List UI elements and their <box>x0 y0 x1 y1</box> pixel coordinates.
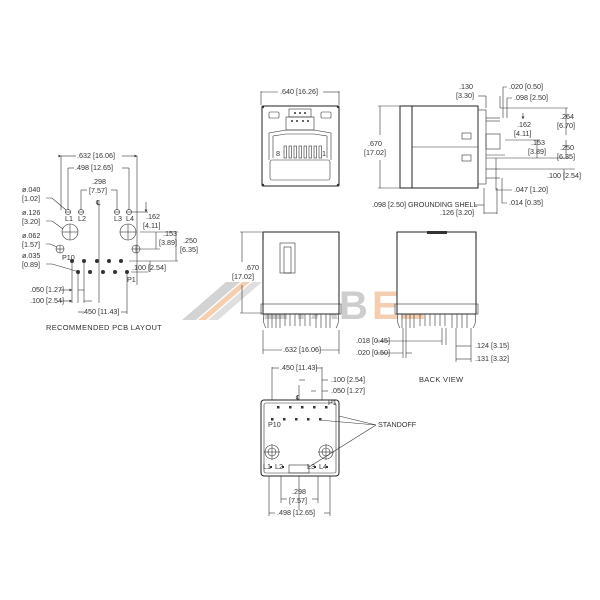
bottom-label-l3: L3 <box>307 462 315 471</box>
dim-bottom-298-mm: [7.57] <box>289 496 307 505</box>
dim-450: .450 [11.43] <box>82 307 119 316</box>
dia-062: ø.062 <box>22 231 40 240</box>
dim-bottom-450: .450 [11.43] <box>280 363 317 372</box>
dim-side-250-mm: [6.35] <box>557 152 575 161</box>
dim-back-020: .020 [0.50] <box>356 348 390 357</box>
bottom-label-l4: L4 <box>319 462 327 471</box>
dim-side-height-mm: [17.02] <box>364 148 386 157</box>
dim-bottom-100: .100 [2.54] <box>331 375 365 384</box>
dim-130: .130 <box>459 82 473 91</box>
dim-020: .020 [0.50] <box>509 82 543 91</box>
back-pins <box>397 313 476 329</box>
label-l2: L2 <box>78 214 86 223</box>
dim-bottom-050: .050 [1.27] <box>331 386 365 395</box>
top-pins <box>263 313 339 329</box>
pcb-layout-caption: RECOMMENDED PCB LAYOUT <box>46 323 162 332</box>
bottom-label-p1: P1 <box>328 398 337 407</box>
label-l3: L3 <box>114 214 122 223</box>
dim-264: .264 <box>560 112 574 121</box>
led-holes: L1 L2 L3 L4 <box>65 209 134 223</box>
dim-162-mm: [4.11] <box>143 221 160 230</box>
dim-131: .131 [3.32] <box>475 354 509 363</box>
dim-side-162-mm: [4.11] <box>514 129 531 138</box>
back-view: .018 [0.45] .020 [0.50] .124 [3.15] .131… <box>356 231 509 384</box>
label-pin1: 1 <box>322 149 326 158</box>
dim-100: .100 [2.54] <box>132 263 166 272</box>
top-view: .670 [17.02] .632 [16.06] <box>232 231 342 354</box>
dia-040: ø.040 <box>22 185 40 194</box>
centerline-symbol: ℄ <box>95 198 101 207</box>
bottom-centerline: ℄ <box>295 393 301 402</box>
dim-100b: .100 [2.54] <box>30 296 64 305</box>
dim-side-153: .153 <box>531 138 545 147</box>
dim-264-mm: [6.70] <box>557 121 575 130</box>
dim-162: .162 <box>146 212 160 221</box>
dim-250-mm: [6.35] <box>180 245 198 254</box>
bottom-label-l1: L1 <box>263 462 271 471</box>
dia-035-mm: [0.89] <box>22 260 40 269</box>
side-view: .670 [17.02] .130 [3.30] .020 [0.50] .09… <box>364 82 581 217</box>
dia-126-mm: [3.20] <box>22 217 40 226</box>
dim-498: .498 [12.65] <box>75 163 113 172</box>
dim-098: .098 [2.50] <box>514 93 548 102</box>
signal-pins <box>70 259 129 274</box>
bottom-pins <box>271 406 328 421</box>
dia-126: ø.126 <box>22 208 40 217</box>
dim-top-height-mm: [17.02] <box>232 272 254 281</box>
label-p10: P10 <box>62 253 75 262</box>
dim-632: .632 [16.06] <box>77 151 115 160</box>
dim-153: .153 <box>163 229 177 238</box>
dim-124: .124 [3.15] <box>475 341 509 350</box>
label-pin8: 8 <box>276 149 280 158</box>
dim-050: .050 [1.27] <box>30 285 64 294</box>
dim-153-mm: [3.89] <box>159 238 177 247</box>
dim-018: .018 [0.45] <box>356 336 390 345</box>
dim-bottom-298: .298 <box>292 487 306 496</box>
dim-top-width: .632 [16.06] <box>283 345 321 354</box>
label-l4: L4 <box>126 214 134 223</box>
bottom-led-pads <box>270 466 328 468</box>
bottom-label-l2: L2 <box>275 462 283 471</box>
front-view: .640 [16.26] 8 1 <box>260 87 340 187</box>
label-l1: L1 <box>65 214 73 223</box>
bottom-label-p10: P10 <box>268 420 281 429</box>
standoff-label: STANDOFF <box>378 420 417 429</box>
dim-250: .250 <box>183 236 197 245</box>
dim-side-153-mm: [3.89] <box>528 147 546 156</box>
dim-298: .298 <box>92 177 106 186</box>
grounding-shell-label: .098 [2.50] GROUNDING SHELL <box>372 200 477 209</box>
dim-126: .126 [3.20] <box>440 208 474 217</box>
dim-side-100: .100 [2.54] <box>547 171 581 180</box>
dia-040-mm: [1.02] <box>22 194 40 203</box>
label-p1: P1 <box>127 275 136 284</box>
dim-side-250: .250 <box>560 143 574 152</box>
bottom-view: .450 [11.43] .100 [2.54] .050 [1.27] ℄ P… <box>260 363 417 517</box>
dim-130-mm: [3.30] <box>456 91 474 100</box>
dim-front-width: .640 [16.26] <box>280 87 318 96</box>
front-contacts <box>283 145 322 159</box>
dim-047: .047 [1.20] <box>514 185 548 194</box>
dia-035: ø.035 <box>22 251 40 260</box>
back-view-caption: BACK VIEW <box>419 375 464 384</box>
dim-014: .014 [0.35] <box>509 198 543 207</box>
dia-062-mm: [1.57] <box>22 240 40 249</box>
pcb-layout-view: .632 [16.06] .498 [12.65] .298 [7.57] ℄ … <box>22 151 198 332</box>
dim-bottom-498: .498 [12.65] <box>277 508 315 517</box>
dim-298-mm: [7.57] <box>89 186 107 195</box>
dim-side-162: .162 <box>517 120 531 129</box>
dim-top-height: .670 <box>245 263 259 272</box>
dim-side-height: .670 <box>368 139 382 148</box>
